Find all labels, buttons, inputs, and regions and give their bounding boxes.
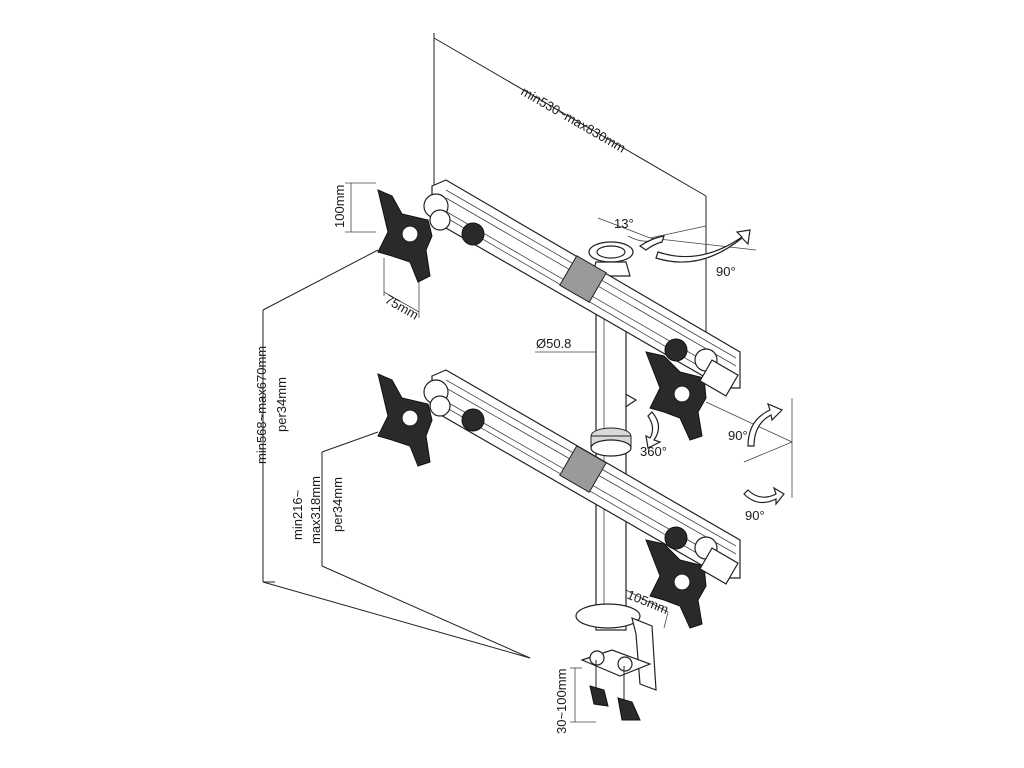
vesa-horizontal-label: 75mm [383, 292, 422, 323]
rotation-arrows [597, 217, 785, 506]
arm-height-range-label-2: max318mm [308, 476, 323, 544]
upper-arm [377, 179, 741, 441]
head-tilt-up-label: 90° [728, 428, 748, 443]
total-height-range-label: min568~max670mm [254, 346, 269, 464]
angle-labels: 13° 90° 360° 90° 90° [614, 216, 765, 523]
pole-rotation-label: 360° [640, 444, 667, 459]
total-height-step-label: per34mm [274, 377, 289, 432]
vesa-vertical-label: 100mm [332, 185, 347, 228]
head-tilt-down-label: 90° [745, 508, 765, 523]
arm-height-step-label: per34mm [330, 477, 345, 532]
pole-diameter-label: Ø50.8 [536, 336, 571, 351]
lower-arm [377, 369, 741, 629]
arm-height-range-label-1: min216~ [290, 489, 305, 540]
dimension-lines [262, 33, 793, 723]
arm-swivel-label: 90° [716, 264, 736, 279]
arm-reach-label: min530~max830mm [519, 84, 629, 156]
desk-clamp [575, 603, 657, 721]
clamp-thickness-label: 30~100mm [554, 669, 569, 734]
arm-tilt-label: 13° [614, 216, 634, 231]
